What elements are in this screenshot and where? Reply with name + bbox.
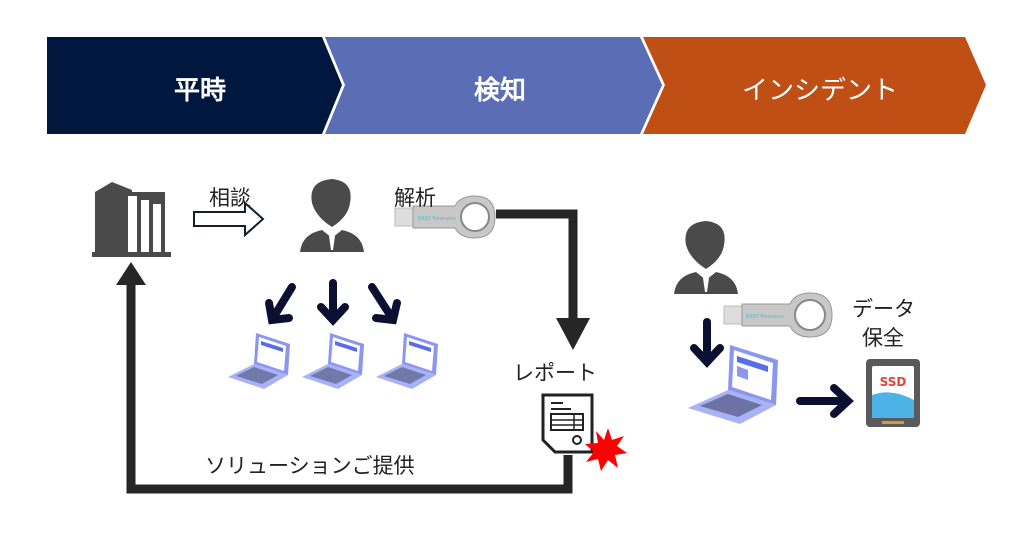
arrow-down-left-icon	[265, 283, 296, 325]
analysis-label: 解析	[394, 186, 436, 210]
laptop-icon	[376, 333, 438, 389]
person-icon	[674, 221, 738, 294]
solution-flow-arrow	[116, 262, 573, 494]
analysis-flow-arrow	[496, 209, 590, 350]
consult-arrow-icon	[193, 200, 265, 238]
usb-drive-icon	[394, 195, 496, 239]
phase-detection-label: 検知	[473, 76, 526, 106]
phase-incident-label: インシデント	[741, 76, 898, 106]
building-icon	[92, 182, 171, 257]
arrow-down-icon	[317, 279, 349, 326]
consult-label: 相談	[209, 186, 251, 210]
laptop-icon	[688, 345, 778, 424]
report-label: レポート	[513, 361, 597, 385]
data-preserve-label-1: データ	[852, 297, 915, 321]
phase-normal-label: 平時	[173, 76, 226, 106]
ssd-icon	[866, 359, 920, 427]
person-icon	[300, 179, 364, 252]
usb-drive-icon	[723, 292, 833, 338]
burst-icon	[585, 428, 627, 471]
distribute-arrows	[265, 279, 401, 326]
usb-brand-text: EASY Forensics	[746, 314, 784, 320]
arrow-down-right-icon	[368, 283, 401, 325]
data-preserve-label-2: 保全	[862, 326, 904, 350]
arrow-right-icon	[796, 384, 854, 418]
phase-normal-shape	[47, 37, 342, 134]
report-document-icon	[541, 393, 594, 454]
ssd-label: SSD	[880, 375, 907, 389]
arrow-down-icon	[690, 318, 724, 368]
laptop-icon	[302, 333, 364, 389]
solution-label: ソリューションご提供	[205, 454, 415, 478]
laptop-icon	[228, 333, 290, 389]
phase-incident-shape	[643, 37, 986, 134]
phase-band	[47, 37, 986, 134]
usb-brand-text: EASY Forensics	[418, 216, 456, 222]
phase-detection-shape	[325, 37, 662, 134]
